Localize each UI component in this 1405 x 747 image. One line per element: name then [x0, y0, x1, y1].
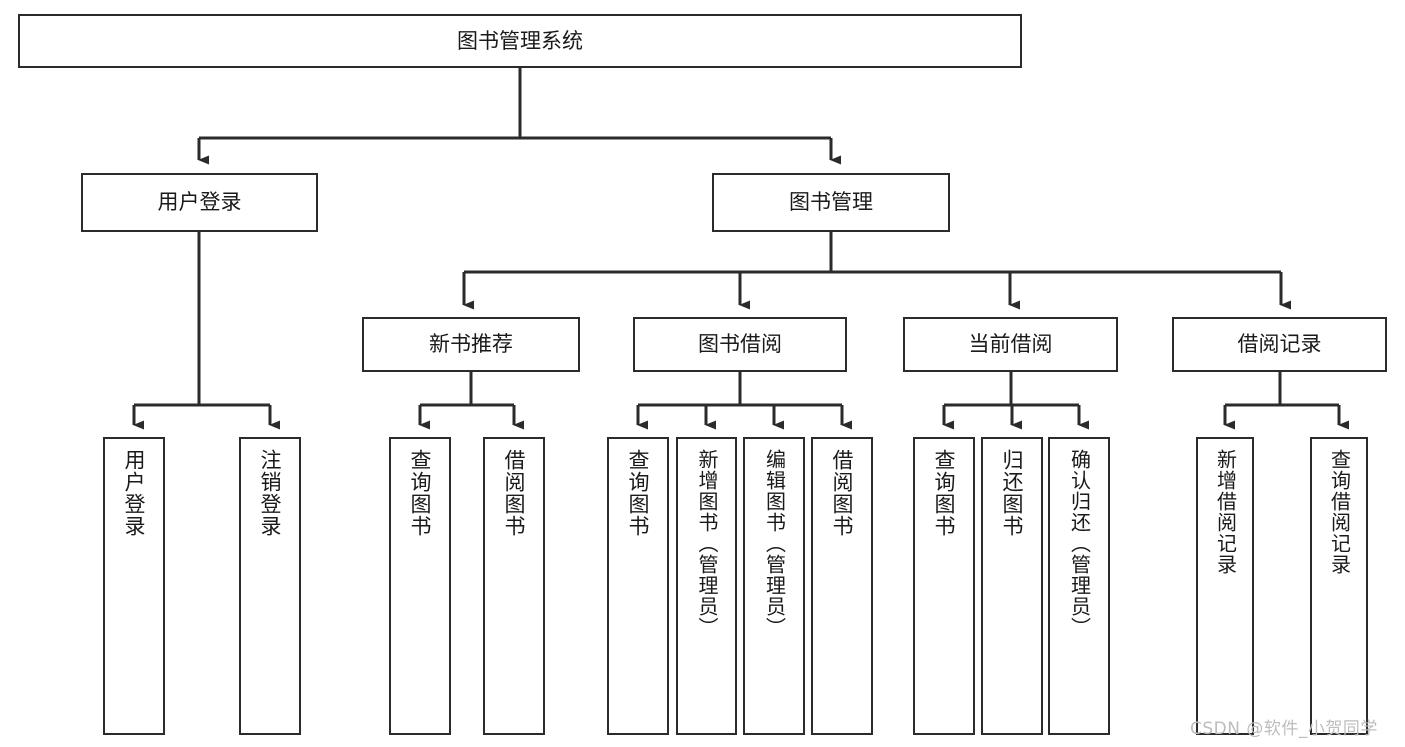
node-label: 借阅记录: [1237, 332, 1322, 357]
node-user-login[interactable]: 用户登录: [81, 173, 318, 232]
node-label: 注销登录: [258, 449, 283, 537]
node-label: 新书推荐: [429, 332, 513, 357]
node-label: 用户登录: [122, 449, 147, 537]
node-root-system[interactable]: 图书管理系统: [18, 14, 1022, 68]
leaf-book-borrow-3[interactable]: 编辑图书（管理员）: [743, 437, 805, 735]
node-label: 借阅图书: [502, 449, 527, 537]
leaf-book-borrow-1[interactable]: 查询图书: [607, 437, 669, 735]
leaf-new-book-2[interactable]: 借阅图书: [483, 437, 545, 735]
leaf-user-login-2[interactable]: 注销登录: [239, 437, 301, 735]
node-book-borrow[interactable]: 图书借阅: [633, 317, 847, 372]
leaf-book-borrow-4[interactable]: 借阅图书: [811, 437, 873, 735]
node-label: 图书管理系统: [457, 28, 583, 53]
node-label: 查询借阅记录: [1327, 449, 1352, 575]
node-label: 当前借阅: [968, 332, 1053, 357]
node-label: 归还图书: [1000, 449, 1025, 537]
node-book-manage[interactable]: 图书管理: [712, 173, 950, 232]
node-label: 图书借阅: [698, 332, 782, 357]
node-label: 编辑图书（管理员）: [762, 449, 787, 638]
leaf-borrow-record-1[interactable]: 新增借阅记录: [1196, 437, 1254, 735]
leaf-user-login-1[interactable]: 用户登录: [103, 437, 165, 735]
leaf-current-borrow-2[interactable]: 归还图书: [981, 437, 1043, 735]
node-borrow-record[interactable]: 借阅记录: [1172, 317, 1387, 372]
node-label: 新增借阅记录: [1213, 449, 1238, 575]
node-current-borrow[interactable]: 当前借阅: [903, 317, 1118, 372]
node-new-book-recommend[interactable]: 新书推荐: [362, 317, 580, 372]
node-label: 新增图书（管理员）: [695, 449, 719, 638]
leaf-book-borrow-2[interactable]: 新增图书（管理员）: [676, 437, 737, 735]
leaf-borrow-record-2[interactable]: 查询借阅记录: [1310, 437, 1368, 735]
node-label: 借阅图书: [830, 449, 855, 537]
node-label: 图书管理: [789, 190, 873, 215]
node-label: 确认归还（管理员）: [1067, 449, 1092, 638]
leaf-current-borrow-1[interactable]: 查询图书: [913, 437, 975, 735]
leaf-current-borrow-3[interactable]: 确认归还（管理员）: [1048, 437, 1110, 735]
node-label: 查询图书: [932, 449, 957, 537]
node-label: 用户登录: [157, 190, 242, 215]
node-label: 查询图书: [408, 449, 433, 537]
leaf-new-book-1[interactable]: 查询图书: [389, 437, 451, 735]
node-label: 查询图书: [626, 449, 651, 537]
